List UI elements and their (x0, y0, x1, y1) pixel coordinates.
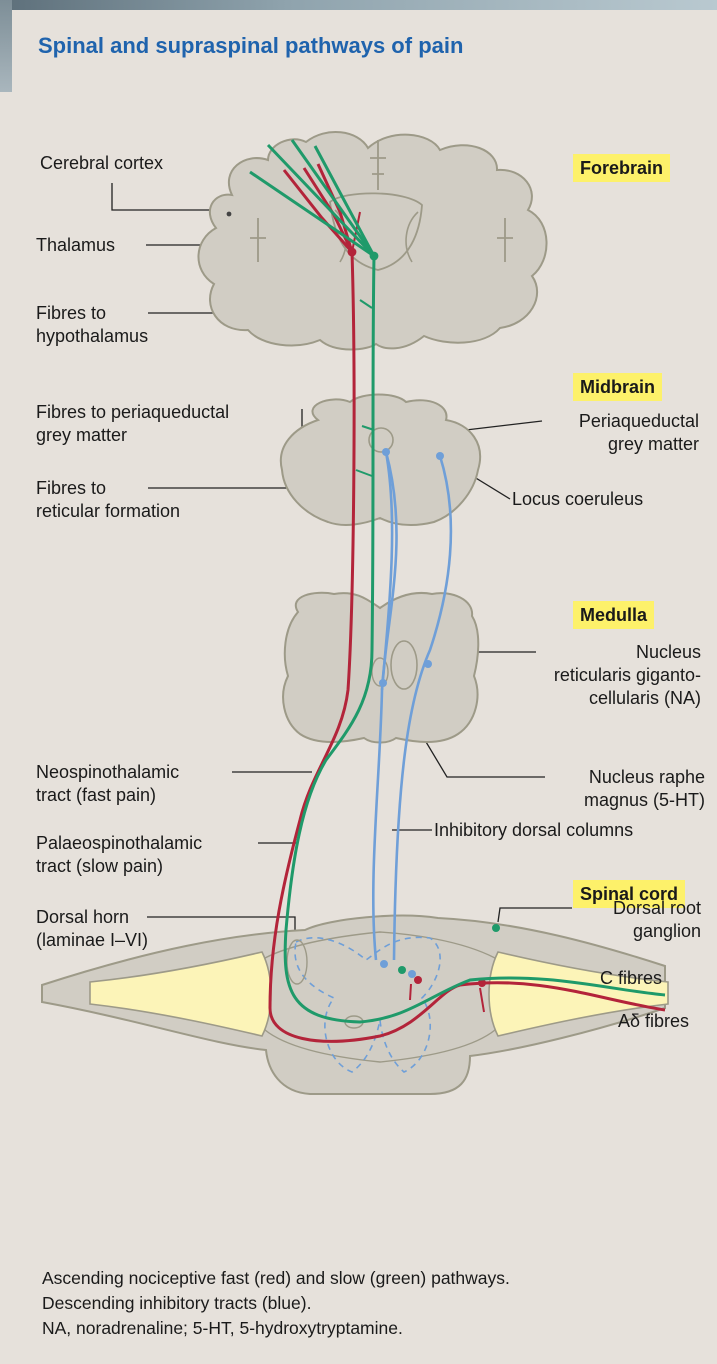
thalamus-green-node (370, 252, 379, 261)
label-neospinothalamic: Neospinothalamic tract (fast pain) (36, 761, 179, 807)
region-forebrain: Forebrain (573, 154, 670, 182)
label-pag: Periaqueductal grey matter (579, 410, 699, 456)
label-raphe: Nucleus raphe magnus (5-HT) (584, 766, 705, 812)
label-dorsal-horn: Dorsal horn (laminae I–VI) (36, 906, 148, 952)
thalamus-red-node (348, 248, 357, 257)
label-fibres-reticular: Fibres to reticular formation (36, 477, 180, 523)
region-medulla: Medulla (573, 601, 654, 629)
label-cerebral-cortex: Cerebral cortex (40, 152, 163, 175)
label-palaeospinothalamic: Palaeospinothalamic tract (slow pain) (36, 832, 202, 878)
label-nucleus-reticularis: Nucleus reticularis giganto- cellularis … (554, 641, 701, 710)
label-dorsal-root: Dorsal root ganglion (613, 897, 701, 943)
label-locus-coeruleus: Locus coeruleus (512, 488, 643, 511)
region-midbrain: Midbrain (573, 373, 662, 401)
label-a-delta-fibres: Aδ fibres (618, 1010, 689, 1033)
figure-caption: Ascending nociceptive fast (red) and slo… (42, 1266, 510, 1341)
label-inhibitory-dorsal: Inhibitory dorsal columns (434, 819, 633, 842)
label-fibres-hypothalamus: Fibres to hypothalamus (36, 302, 148, 348)
label-thalamus: Thalamus (36, 234, 115, 257)
label-c-fibres: C fibres (600, 967, 662, 990)
label-fibres-pag: Fibres to periaqueductal grey matter (36, 401, 229, 447)
cord-section (265, 932, 495, 1062)
